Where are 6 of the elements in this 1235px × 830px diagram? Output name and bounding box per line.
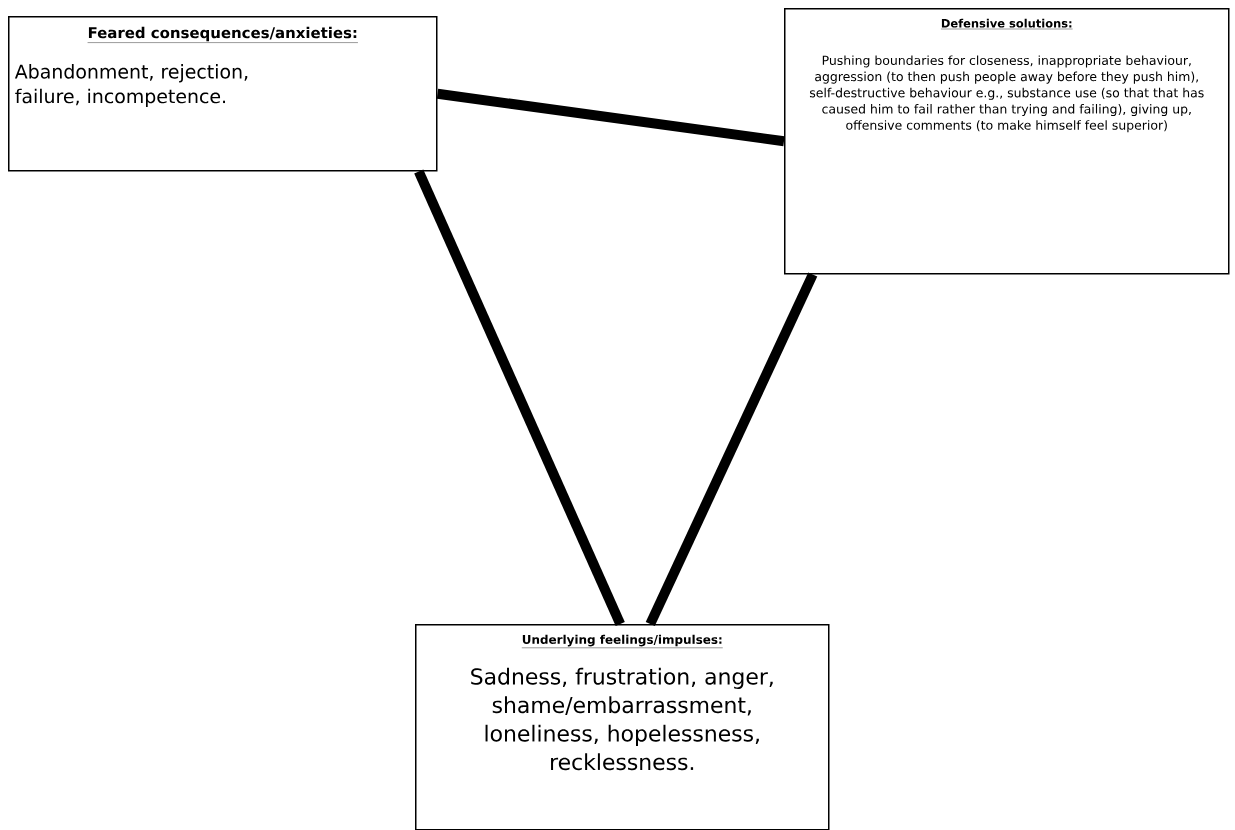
text-box: Underlying feelings/impulses: Sadness, frustration, anger, shame/embarrassment, loneliness, hopelessness, recklessness. [415, 624, 830, 830]
text-box: Feared consequences/anxieties: Abandonment, rejection, failure, incompetence. [8, 16, 438, 172]
connector-line [414, 169, 625, 627]
connector-line [645, 272, 818, 627]
text-box: Defensive solutions: Pushing boundaries for closeness, inappropriate behaviour, aggression (to then push people away before they push him), self-destructive behaviour e.g., substance use (so that that has caused him to fail rather than trying and failing), giving up, offensive comments (to make himself feel superior) [784, 8, 1230, 275]
connector-line [436, 88, 785, 147]
